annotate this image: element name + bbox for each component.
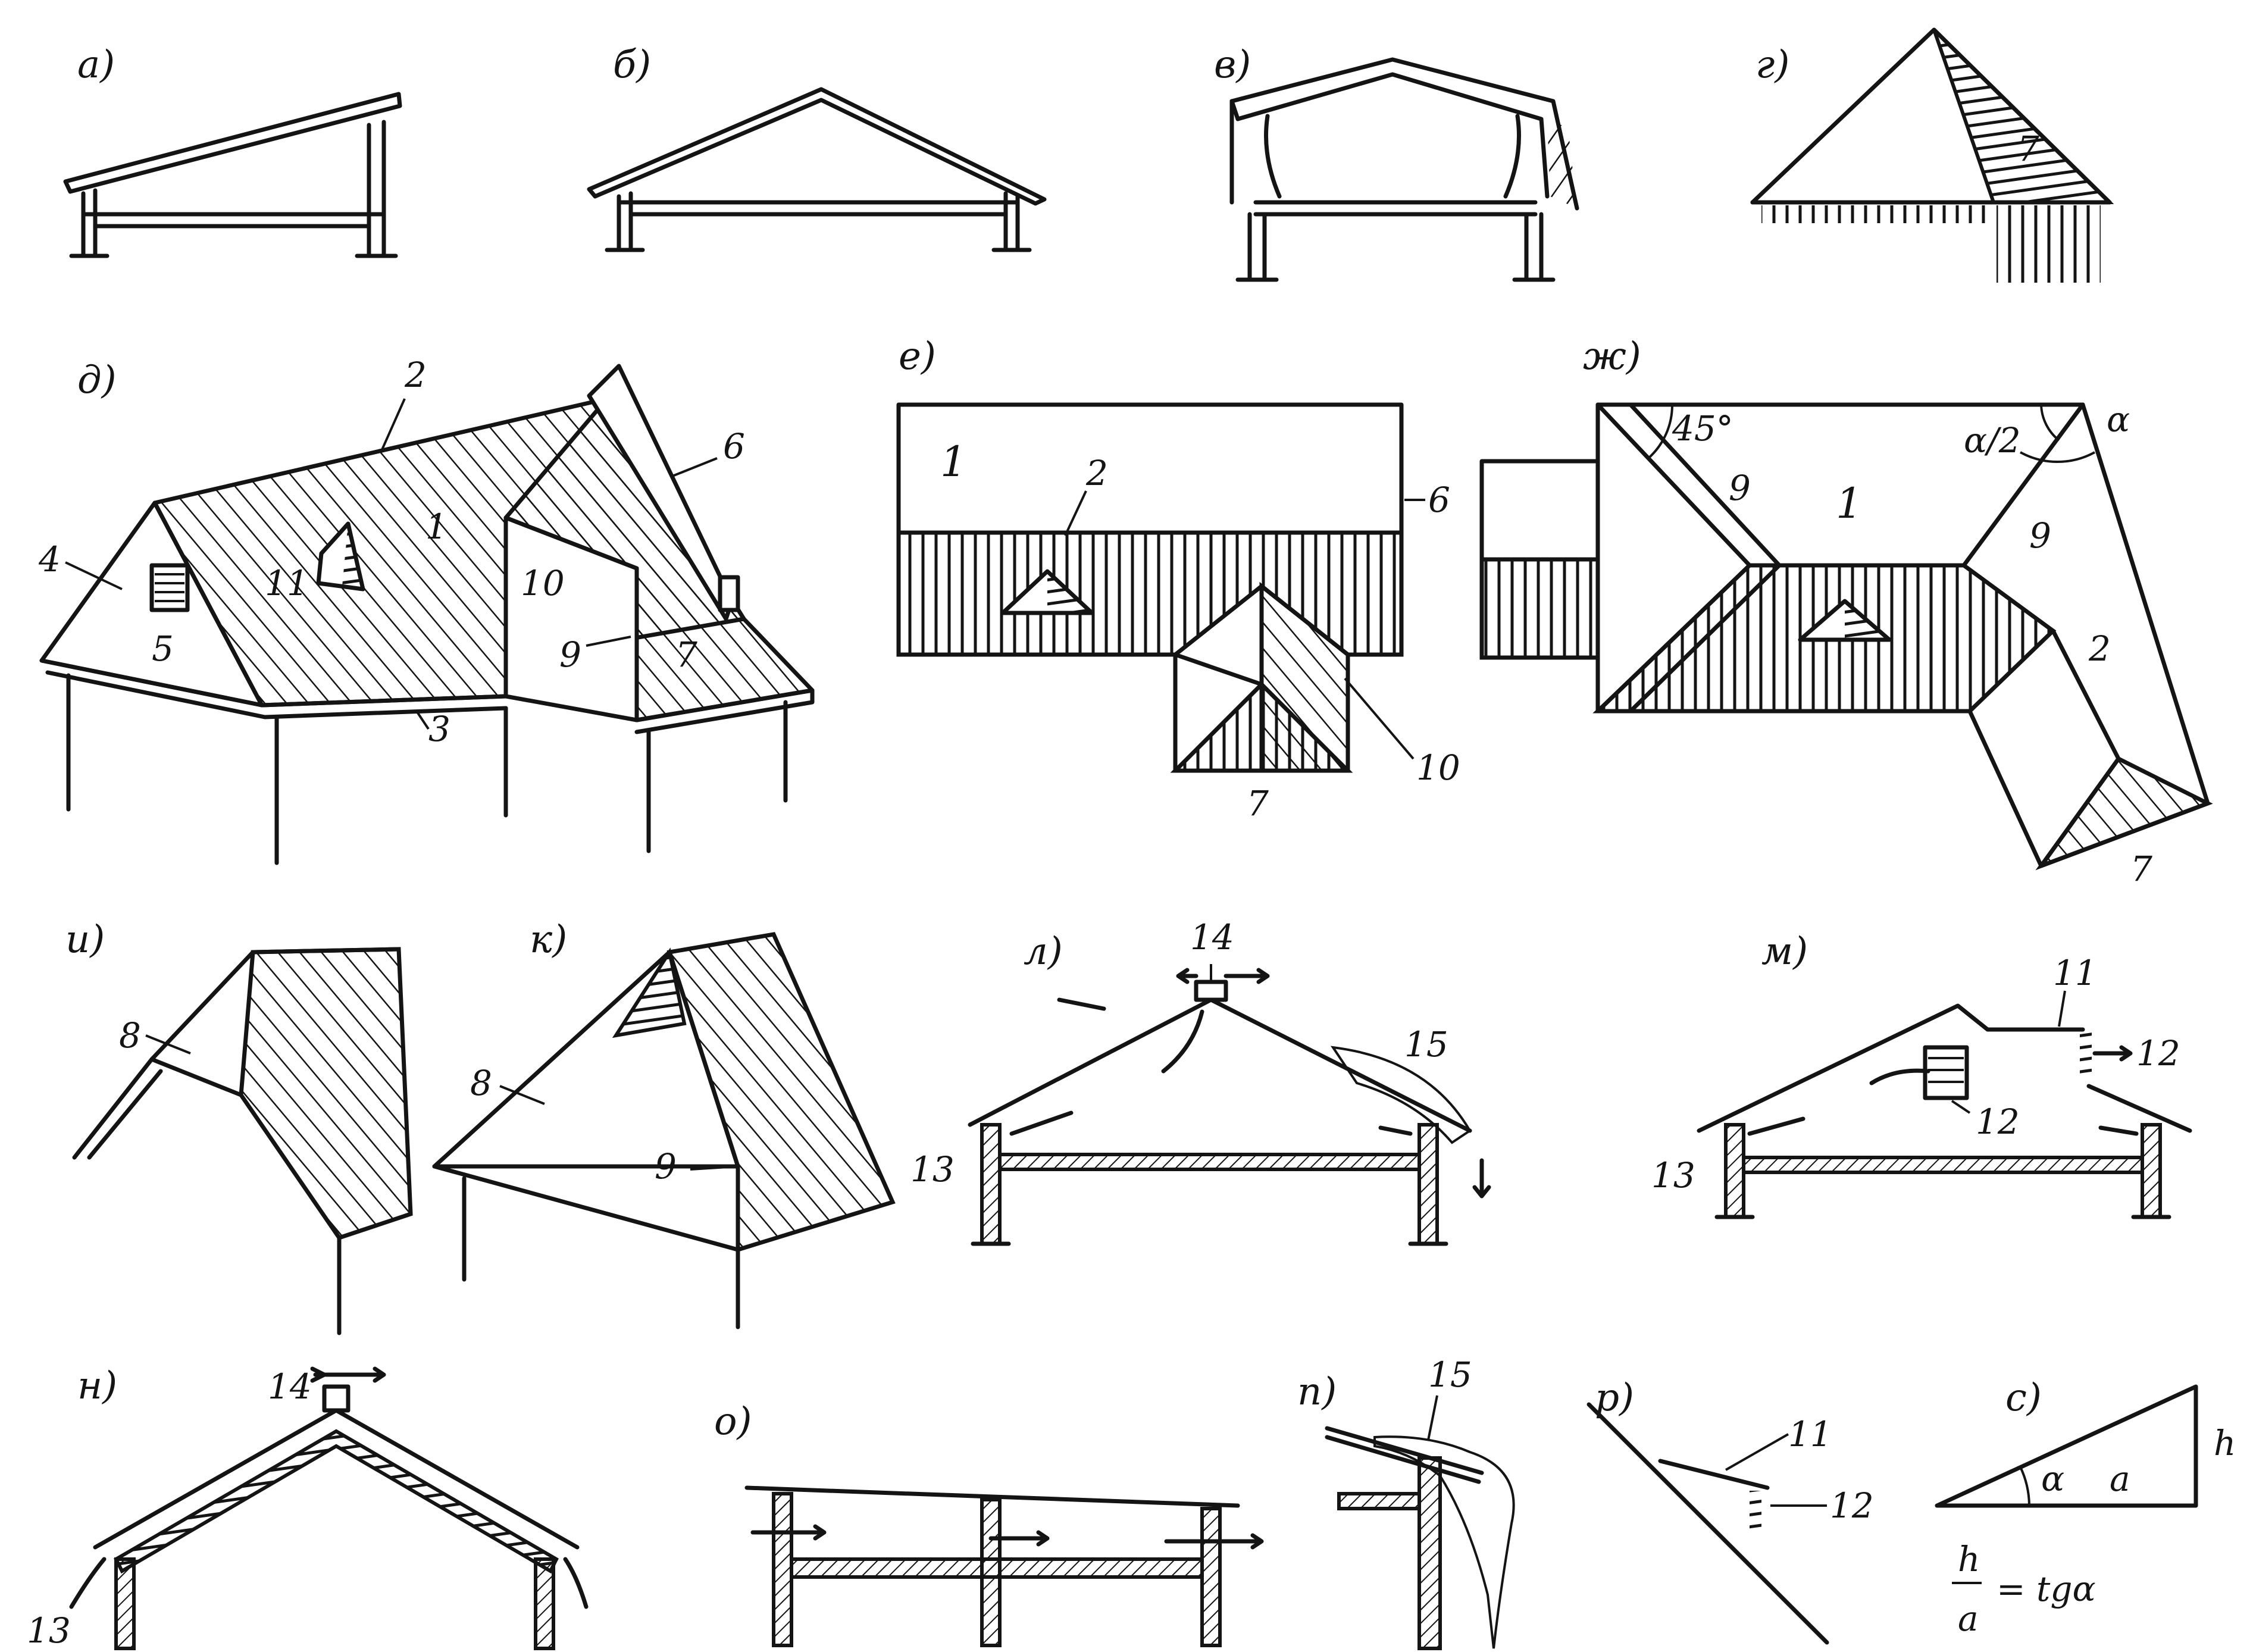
panel-k-hip-detail: к) 8 9 xyxy=(432,918,896,1329)
label-3-d: 3 xyxy=(428,709,450,749)
panel-p-eave-ice: п) 15 xyxy=(1297,1354,1515,1650)
label-11-r: 11 xyxy=(1788,1414,1832,1454)
angle-alpha-s: α xyxy=(2041,1459,2064,1499)
panel-label-s: с) xyxy=(2005,1376,2042,1420)
panel-m-dormer-ventilation: м) 11 12 12 13 xyxy=(1651,930,2192,1219)
panel-label-b: б) xyxy=(613,43,651,87)
panel-g-hip-roof: г) 7 xyxy=(1750,27,2114,283)
label-1-zh: 1 xyxy=(1836,479,1863,528)
formula-h: h xyxy=(1958,1539,1980,1579)
panel-zh-hip-plan: ж) 45° 9 1 α/2 α 9 2 7 xyxy=(1479,334,2213,889)
label-8-i: 8 xyxy=(119,1015,141,1056)
label-13-l: 13 xyxy=(910,1149,955,1190)
panel-label-zh: ж) xyxy=(1583,334,1641,378)
label-12-m-b: 12 xyxy=(1976,1102,2020,1142)
panel-r-slope-detail: р) 11 12 xyxy=(1587,1376,1874,1645)
panel-label-g: г) xyxy=(1756,43,1789,87)
label-15-l: 15 xyxy=(1404,1024,1448,1065)
label-9-zh-a: 9 xyxy=(1729,468,1751,508)
panel-label-p: п) xyxy=(1297,1370,1337,1414)
panel-label-k: к) xyxy=(530,918,567,962)
label-7-hip: 7 xyxy=(2017,129,2039,169)
angle-45: 45° xyxy=(1672,408,1733,449)
label-1-d: 1 xyxy=(425,506,448,547)
panel-label-v: в) xyxy=(1214,43,1251,87)
panel-label-e: е) xyxy=(899,334,936,378)
panel-label-l: л) xyxy=(1024,930,1063,974)
label-10-d: 10 xyxy=(521,563,565,603)
label-2-zh: 2 xyxy=(2088,628,2111,669)
label-2-d: 2 xyxy=(404,355,427,395)
panel-label-a: а) xyxy=(77,43,115,87)
panel-label-m: м) xyxy=(1761,930,1808,974)
angle-half-alpha: α/2 xyxy=(1964,420,2021,461)
label-6-e: 6 xyxy=(1428,480,1450,520)
panel-label-d: д) xyxy=(77,358,117,402)
panel-a-shed-roof: а) xyxy=(63,43,402,258)
panel-s-slope-angle: с) α a h h a = tgα xyxy=(1935,1376,2236,1639)
label-1-e: 1 xyxy=(940,437,967,486)
label-11-m: 11 xyxy=(2053,953,2097,993)
label-7-zh: 7 xyxy=(2130,849,2152,889)
panel-i-valley-detail: и) 8 xyxy=(65,918,413,1335)
label-13-m: 13 xyxy=(1651,1155,1695,1196)
label-4-d: 4 xyxy=(38,539,61,580)
label-12-r: 12 xyxy=(1830,1485,1874,1526)
label-7-d: 7 xyxy=(675,634,697,675)
label-13-n: 13 xyxy=(27,1610,71,1651)
label-5-d: 5 xyxy=(152,628,174,669)
panel-o-flat-roof: о) xyxy=(714,1400,1264,1647)
side-h: h xyxy=(2214,1423,2236,1463)
label-9-k: 9 xyxy=(655,1146,677,1187)
panel-l-attic-ventilation: л) 14 15 13 xyxy=(910,917,1491,1246)
panel-n-combined-roof: н) 14 13 xyxy=(27,1364,589,1651)
panel-d-roof-axonometric: д) 2 6 4 5 11 xyxy=(38,355,815,865)
panel-label-o: о) xyxy=(714,1400,752,1444)
angle-alpha: α xyxy=(2107,399,2130,440)
label-6-d: 6 xyxy=(723,426,745,467)
formula-a: a xyxy=(1958,1598,1979,1639)
panel-label-i: и) xyxy=(65,918,105,962)
panel-label-n: н) xyxy=(77,1364,117,1408)
label-10-e: 10 xyxy=(1416,747,1460,788)
label-14-n: 14 xyxy=(268,1366,312,1407)
label-2-e: 2 xyxy=(1085,453,1108,493)
label-15-p: 15 xyxy=(1428,1354,1472,1395)
panel-e-roof-plan: е) 1 2 6 7 10 xyxy=(896,334,1460,824)
panel-v-mansard-roof: в) xyxy=(1214,43,1579,282)
label-9-d: 9 xyxy=(559,634,581,675)
label-12-m-a: 12 xyxy=(2136,1033,2180,1074)
formula-equals-tg: = tgα xyxy=(1997,1569,2096,1609)
label-7-e: 7 xyxy=(1247,783,1269,824)
label-11-d: 11 xyxy=(265,563,309,603)
label-14-l: 14 xyxy=(1190,917,1234,958)
label-9-zh-b: 9 xyxy=(2029,515,2051,556)
panel-label-r: р) xyxy=(1595,1376,1634,1420)
label-8-k: 8 xyxy=(470,1063,492,1103)
side-a: a xyxy=(2110,1459,2130,1499)
panel-b-gable-roof: б) xyxy=(587,43,1047,252)
